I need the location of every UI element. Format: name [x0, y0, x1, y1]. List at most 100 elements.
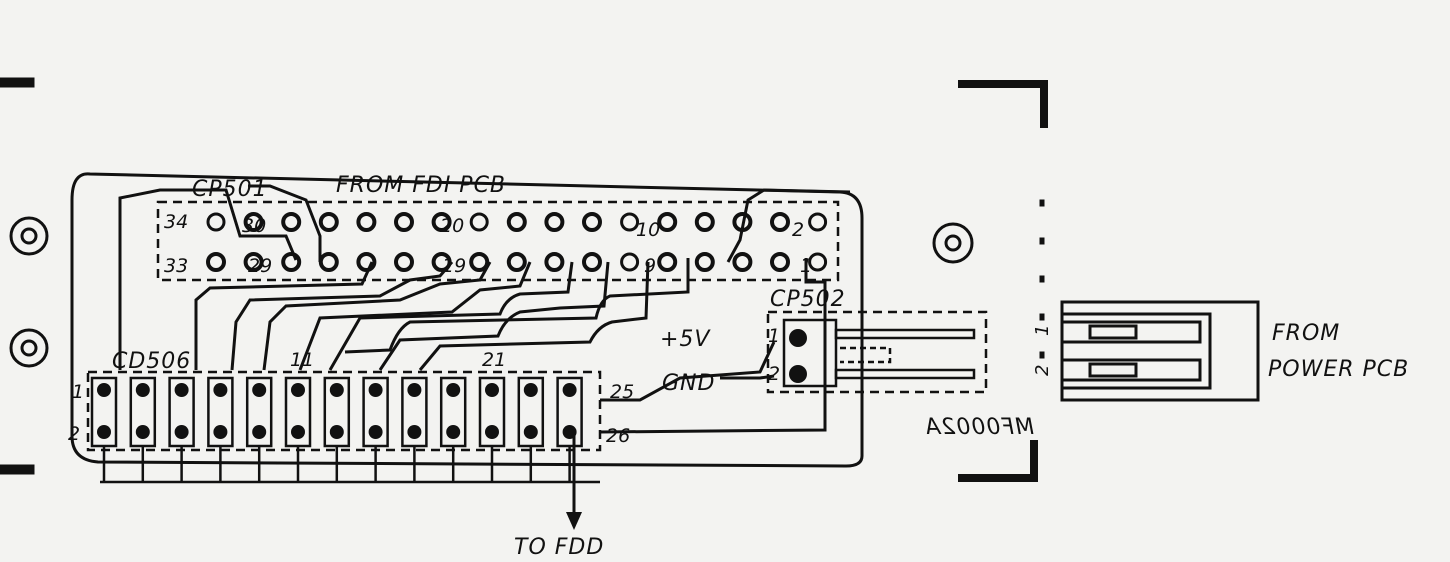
cd506-pin [252, 425, 267, 439]
cd506-pin [329, 383, 344, 397]
cd506-pin [562, 383, 577, 397]
cd506-pin [291, 383, 305, 397]
cp501-pin [582, 212, 602, 232]
cp501-pin [694, 212, 715, 232]
cp501-pin [620, 252, 640, 272]
cd506-name-label: CD506 [112, 349, 191, 374]
mounting-hole-left-upper [9, 216, 49, 256]
cd506-pin [485, 425, 499, 439]
cd506-pin [213, 383, 228, 397]
cp501-pin [318, 252, 339, 272]
cd506-pin-2-label: 2 [68, 423, 80, 445]
right-frame-corner-bottom [958, 440, 1038, 482]
cd506-pin [97, 383, 111, 397]
trace-pin26 [599, 258, 827, 434]
cp501-pin [281, 252, 302, 272]
cp501-pin [431, 252, 452, 272]
frame-marks [0, 77, 1048, 482]
cp501-header-outline [156, 200, 840, 282]
cp501-pin [469, 252, 490, 272]
cd506-pin [329, 425, 344, 439]
cd506-pin-11-label: 11 [290, 349, 314, 371]
cp501-pin-33-label: 33 [164, 255, 188, 277]
cp501-pin [506, 252, 527, 272]
ribbon-cable [100, 446, 600, 484]
cd506-pin [368, 383, 383, 397]
cp501-caption-label: FROM FDI PCB [336, 173, 506, 198]
cd506-pin-21-label: 21 [482, 349, 506, 371]
cd506-pin [174, 425, 189, 439]
cp501-pin-20-label: 20 [440, 215, 464, 237]
cp501-pin [808, 212, 828, 232]
cp502-leads [834, 328, 976, 380]
cp502-name-label: CP502 [770, 287, 846, 312]
cp502-outline [766, 310, 988, 394]
traces [118, 184, 851, 434]
cp501-pin [356, 212, 377, 232]
power-caption-line2: POWER PCB [1268, 357, 1409, 382]
trace-fdi-19 [262, 261, 492, 371]
cd506-pin [523, 383, 538, 397]
cp501-name-label: CP501 [192, 177, 268, 202]
cd506-pin [174, 383, 189, 397]
cp501-pin [206, 252, 226, 272]
cd506-pin [368, 425, 383, 439]
cp501-pin [582, 252, 602, 272]
left-frame-mark-top [0, 77, 35, 88]
cp501-pin-grid [206, 212, 828, 272]
cp501-pin [694, 252, 715, 272]
cp502-pins [789, 329, 807, 383]
trace-fdi-3 [726, 188, 851, 263]
cd506-pin [213, 425, 228, 439]
cd506-pin [523, 425, 538, 439]
cp501-pin [469, 212, 489, 232]
cp501-pin [206, 212, 226, 232]
trace-gnd [720, 374, 775, 380]
cd506-pin [446, 425, 461, 439]
left-frame-mark-bottom [0, 464, 35, 475]
cp501-pin-29-label: 29 [248, 255, 272, 277]
cd506-pin [446, 383, 461, 397]
to-fdd-label: TO FDD [514, 535, 604, 560]
cp501-pin-1-label: 1 [800, 255, 812, 277]
cp501-pin [281, 212, 302, 232]
cp501-pin [243, 212, 264, 232]
board-outline [70, 172, 864, 468]
cp502-housing [782, 318, 838, 388]
power-connector [1060, 300, 1260, 402]
trace-fdi-17 [298, 261, 532, 371]
power-caption-line1: FROM [1272, 321, 1340, 346]
cp501-pin-30-label: 30 [242, 215, 266, 237]
frame-dashes [1039, 199, 1045, 359]
right-frame-corner-top [958, 80, 1048, 128]
cp501-pin [544, 212, 565, 232]
cd506-pin [407, 383, 422, 397]
cd506-pin-grid [90, 376, 583, 448]
cp501-pin-34-label: 34 [164, 211, 188, 233]
cd506-pin-25-label: 25 [610, 381, 634, 403]
trace-fdi-32 [248, 184, 322, 262]
ground-label: GND [662, 371, 715, 396]
cp501-pin [431, 212, 452, 232]
power-pin-1-label: 1 [1032, 325, 1053, 336]
trace-fdi-31 [118, 188, 298, 370]
cp501-pin [657, 252, 678, 272]
cp501-pin-2-label: 2 [792, 219, 804, 241]
cp501-pin-19-label: 19 [442, 255, 466, 277]
trace-fdi-15 [328, 261, 574, 371]
cp501-pin [544, 252, 565, 272]
cp501-pin [770, 212, 790, 232]
cd506-pin-1-label: 1 [72, 381, 84, 403]
cd506-pin [291, 425, 305, 439]
cp501-pin [506, 212, 527, 232]
cd506-pin [485, 383, 499, 397]
cp501-pin [770, 252, 790, 272]
cp501-pin [243, 252, 264, 272]
cd506-pin [135, 383, 150, 397]
cp501-pin [732, 252, 753, 272]
trace-fdi-13 [378, 261, 610, 371]
cp501-pin [318, 212, 339, 232]
cd506-pin [97, 425, 111, 439]
trace-fdi-29 [194, 261, 374, 370]
